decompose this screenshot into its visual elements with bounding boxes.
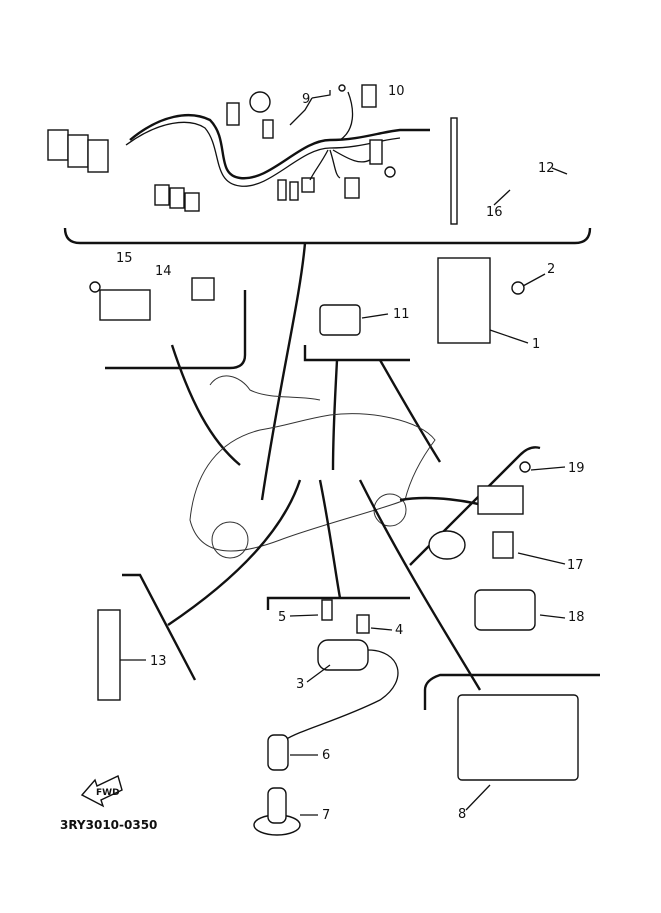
gasket-illustration bbox=[474, 589, 536, 631]
callout-15: 15 bbox=[116, 251, 133, 266]
callout-9: 9 bbox=[302, 92, 310, 107]
callout-7: 7 bbox=[322, 808, 330, 823]
callout-2: 2 bbox=[547, 262, 555, 277]
cable-tie-illustration bbox=[450, 117, 458, 225]
clip-illustration bbox=[384, 166, 396, 178]
callout-19: 19 bbox=[568, 461, 585, 476]
callout-5: 5 bbox=[278, 610, 286, 625]
callout-4: 4 bbox=[395, 623, 403, 638]
ignition-coil-illustration bbox=[317, 639, 369, 671]
diagram-code: 3RY3010-0350 bbox=[60, 818, 157, 832]
callout-18: 18 bbox=[568, 610, 585, 625]
battery-illustration bbox=[457, 694, 579, 781]
scooter-outline bbox=[189, 375, 436, 559]
fuel-sender-illustration bbox=[477, 485, 524, 515]
callout-11: 11 bbox=[393, 307, 410, 322]
fwd-label: FWD bbox=[96, 788, 120, 798]
spark-plug-cap-illustration bbox=[267, 734, 289, 771]
wire-harness-illustration bbox=[47, 84, 430, 212]
callout-14: 14 bbox=[155, 264, 172, 279]
forward-direction-arrow-icon: FWD bbox=[80, 775, 123, 808]
callout-10: 10 bbox=[388, 84, 405, 99]
callout-17: 17 bbox=[567, 558, 584, 573]
harness-group-bracket bbox=[63, 227, 592, 245]
callout-6: 6 bbox=[322, 748, 330, 763]
callout-3: 3 bbox=[296, 677, 304, 692]
callout-12: 12 bbox=[538, 161, 555, 176]
callout-1: 1 bbox=[532, 337, 540, 352]
callout-8: 8 bbox=[458, 807, 466, 822]
callout-16: 16 bbox=[486, 205, 503, 220]
sensor-illustration bbox=[97, 609, 121, 701]
callout-13: 13 bbox=[150, 654, 167, 669]
relay-illustration bbox=[319, 304, 361, 336]
cdi-unit-illustration bbox=[437, 257, 491, 344]
switch-illustration bbox=[99, 289, 151, 321]
